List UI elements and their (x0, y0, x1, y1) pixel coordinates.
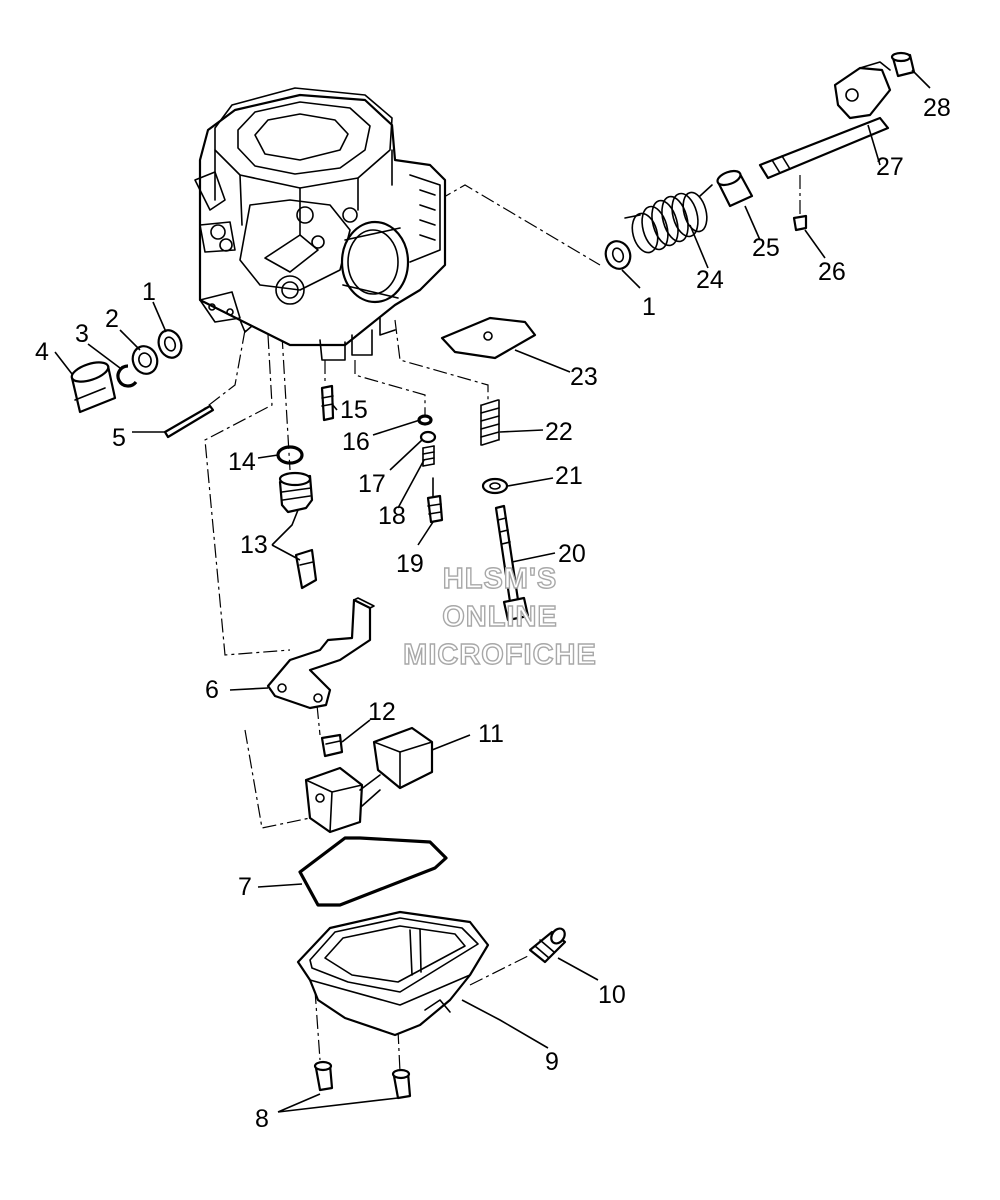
callout-24: 24 (696, 266, 724, 294)
carburetor-body (194, 87, 447, 361)
part-8-screws (313, 1060, 412, 1100)
callout-7: 7 (238, 873, 252, 901)
part-4-cap (70, 361, 117, 414)
callout-2: 2 (105, 305, 119, 333)
part-6-bracket (266, 597, 375, 710)
watermark-line-3: MICROFICHE (403, 639, 597, 671)
part-13-plunger (278, 471, 318, 590)
callout-1-left: 1 (142, 278, 156, 306)
callout-8: 8 (255, 1105, 269, 1133)
callout-4: 4 (35, 338, 49, 366)
callout-17: 17 (358, 470, 386, 498)
callout-22: 22 (545, 418, 573, 446)
callout-21: 21 (555, 462, 583, 490)
callout-16: 16 (342, 428, 370, 456)
callout-23: 23 (570, 363, 598, 391)
callout-labels: 1 2 3 4 5 6 7 8 9 10 11 12 13 14 15 16 1… (35, 94, 951, 1133)
callout-1-right: 1 (642, 293, 656, 321)
callout-14: 14 (228, 448, 256, 476)
part-1-seal-right (604, 240, 632, 270)
callout-6: 6 (205, 676, 219, 704)
part-25-bushing (716, 169, 754, 208)
callout-13: 13 (240, 531, 268, 559)
watermark: HLSM'S ONLINE MICROFICHE (402, 562, 597, 671)
callout-9: 9 (545, 1048, 559, 1076)
part-3-e-clip (116, 364, 138, 388)
callout-26: 26 (818, 258, 846, 286)
callout-3: 3 (75, 320, 89, 348)
part-16-o-ring (417, 414, 433, 426)
part-23-plate (440, 316, 537, 360)
part-15-pilot-jet (320, 384, 335, 422)
callout-20: 20 (558, 540, 586, 568)
watermark-line-2: ONLINE (442, 601, 558, 633)
part-9-float-bowl (296, 910, 490, 1037)
watermark-line-1: HLSM'S (443, 563, 557, 595)
part-12-screw (320, 733, 344, 758)
part-1-seal-left (157, 329, 183, 359)
callout-19: 19 (396, 550, 424, 578)
part-24-spring (624, 184, 713, 254)
part-11-float (304, 726, 434, 834)
callout-18: 18 (378, 502, 406, 530)
part-7-gasket (298, 836, 448, 907)
callout-28: 28 (923, 94, 951, 122)
callout-25: 25 (752, 234, 780, 262)
callout-5: 5 (112, 424, 126, 452)
part-19-pilot-screw (426, 477, 444, 524)
callout-27: 27 (876, 153, 904, 181)
part-5-pin (163, 404, 215, 439)
part-10-drain-screw (528, 927, 567, 964)
callout-12: 12 (368, 698, 396, 726)
part-27-throttle-shaft (758, 61, 892, 180)
callout-leader-lines (54, 69, 931, 1113)
part-17-washer (419, 430, 437, 444)
part-21-washer (481, 477, 509, 495)
callout-11: 11 (478, 720, 504, 748)
part-20-needle-jet (494, 504, 530, 622)
part-22-spring (480, 399, 500, 446)
callout-10: 10 (598, 981, 626, 1009)
part-18-spring (422, 445, 435, 467)
callout-15: 15 (340, 396, 368, 424)
part-2-washer (131, 345, 159, 375)
part-26-screw (792, 214, 808, 232)
part-28-screw (890, 51, 916, 78)
